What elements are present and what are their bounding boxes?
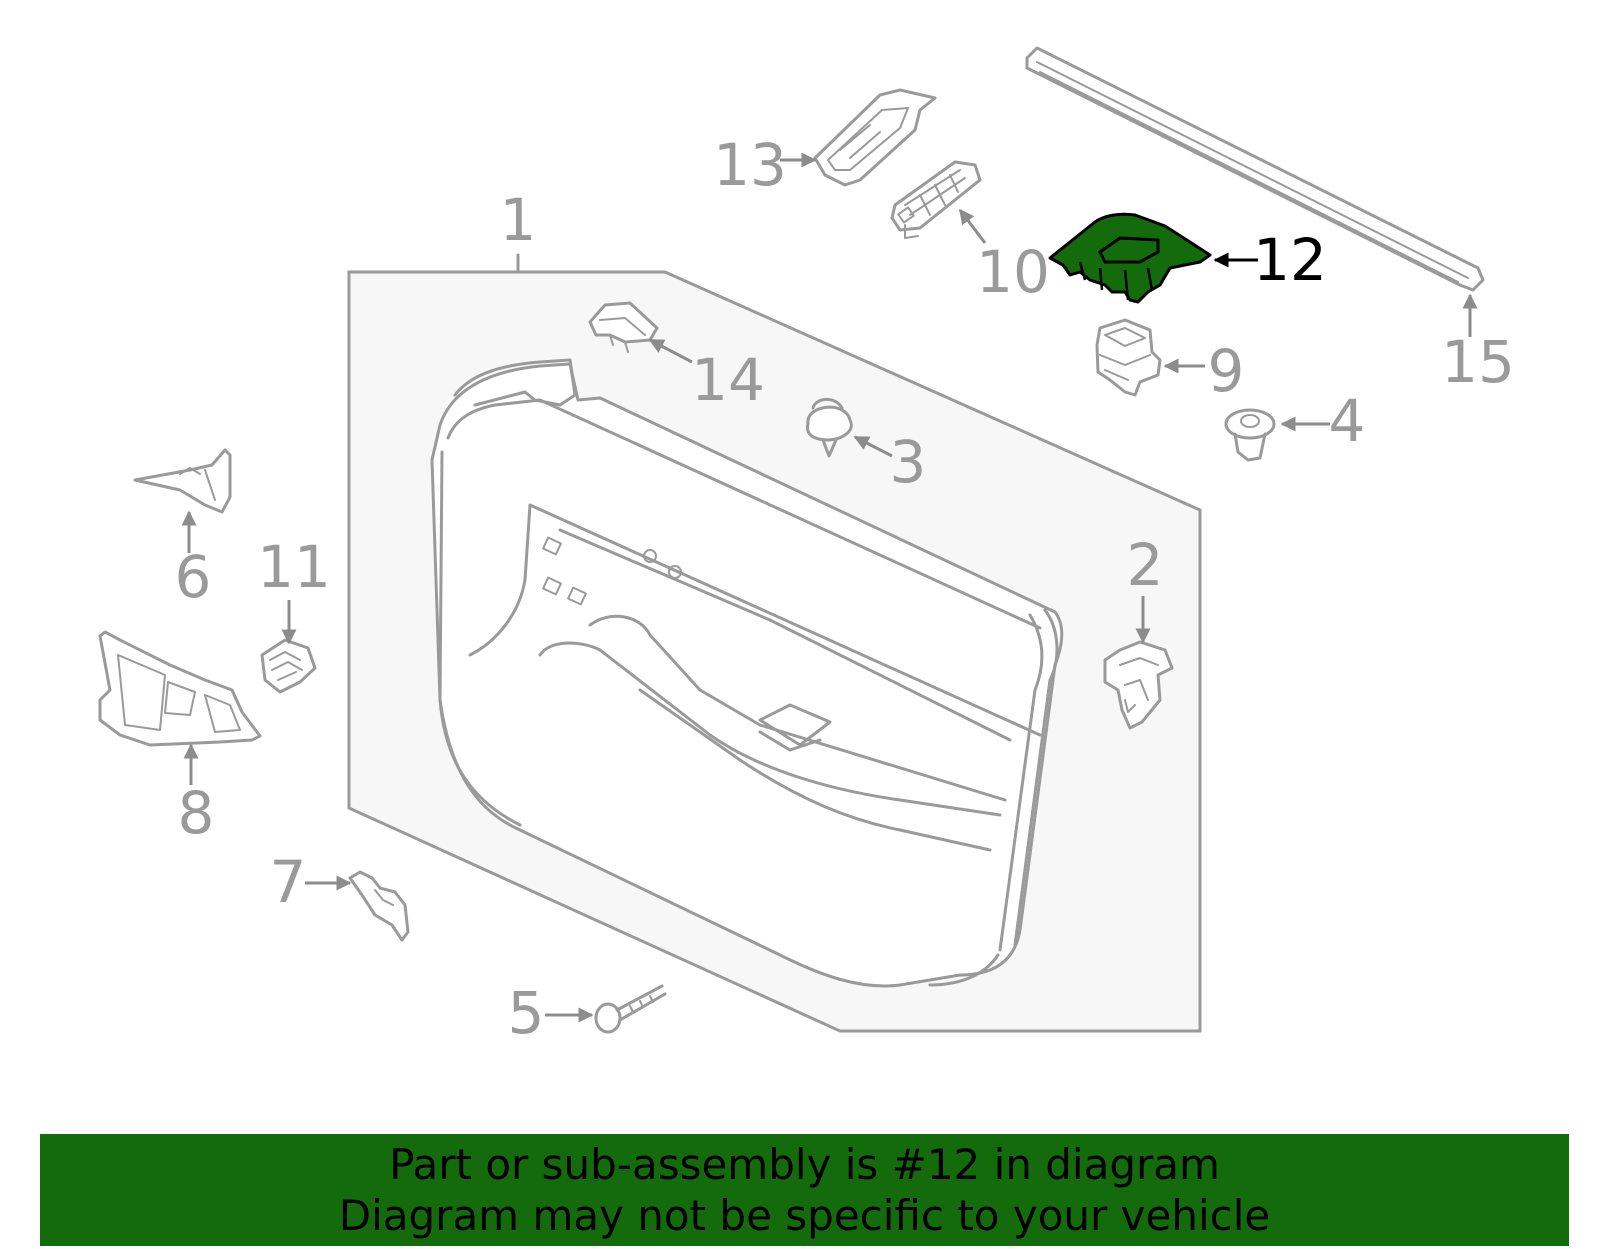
callout-labels: 1 2 3 4 5 6 7 8 9 10 11 12 13 14 15 bbox=[175, 131, 1515, 1047]
callout-1: 1 bbox=[500, 186, 537, 254]
callout-15: 15 bbox=[1441, 328, 1515, 396]
callout-13: 13 bbox=[713, 131, 787, 199]
callout-14: 14 bbox=[691, 346, 765, 414]
part-15-weatherstrip bbox=[1025, 46, 1485, 292]
part-7-bracket bbox=[348, 870, 410, 942]
part-4-clip bbox=[1224, 408, 1276, 462]
part-8-bezel bbox=[98, 630, 262, 747]
callout-12-highlighted: 12 bbox=[1253, 226, 1327, 294]
part-3-clip bbox=[805, 397, 853, 458]
callout-9: 9 bbox=[1208, 337, 1245, 405]
callout-4: 4 bbox=[1329, 387, 1366, 455]
callout-3: 3 bbox=[890, 428, 927, 496]
leader-arrows bbox=[181, 152, 1478, 1023]
part-6-corner-piece bbox=[133, 448, 232, 514]
callout-11: 11 bbox=[257, 533, 331, 601]
callout-5: 5 bbox=[508, 979, 545, 1047]
banner-disclaimer-line: Diagram may not be specific to your vehi… bbox=[338, 1191, 1271, 1240]
part-12-highlighted-bezel bbox=[1048, 212, 1212, 304]
part-11-switch bbox=[260, 638, 317, 694]
part-10-window-switch bbox=[890, 160, 982, 239]
callout-2: 2 bbox=[1127, 531, 1164, 599]
part-13-switch-bezel bbox=[813, 88, 937, 187]
callout-10: 10 bbox=[976, 238, 1050, 306]
callout-8: 8 bbox=[178, 779, 215, 847]
callout-7: 7 bbox=[270, 848, 307, 916]
info-banner: Part or sub-assembly is #12 in diagram D… bbox=[40, 1134, 1569, 1246]
part-5-bolt bbox=[594, 984, 667, 1034]
part-9-switch bbox=[1095, 318, 1162, 397]
banner-part-line: Part or sub-assembly is #12 in diagram bbox=[389, 1140, 1220, 1189]
door-trim-panel bbox=[347, 253, 1202, 1033]
callout-6: 6 bbox=[175, 543, 212, 611]
